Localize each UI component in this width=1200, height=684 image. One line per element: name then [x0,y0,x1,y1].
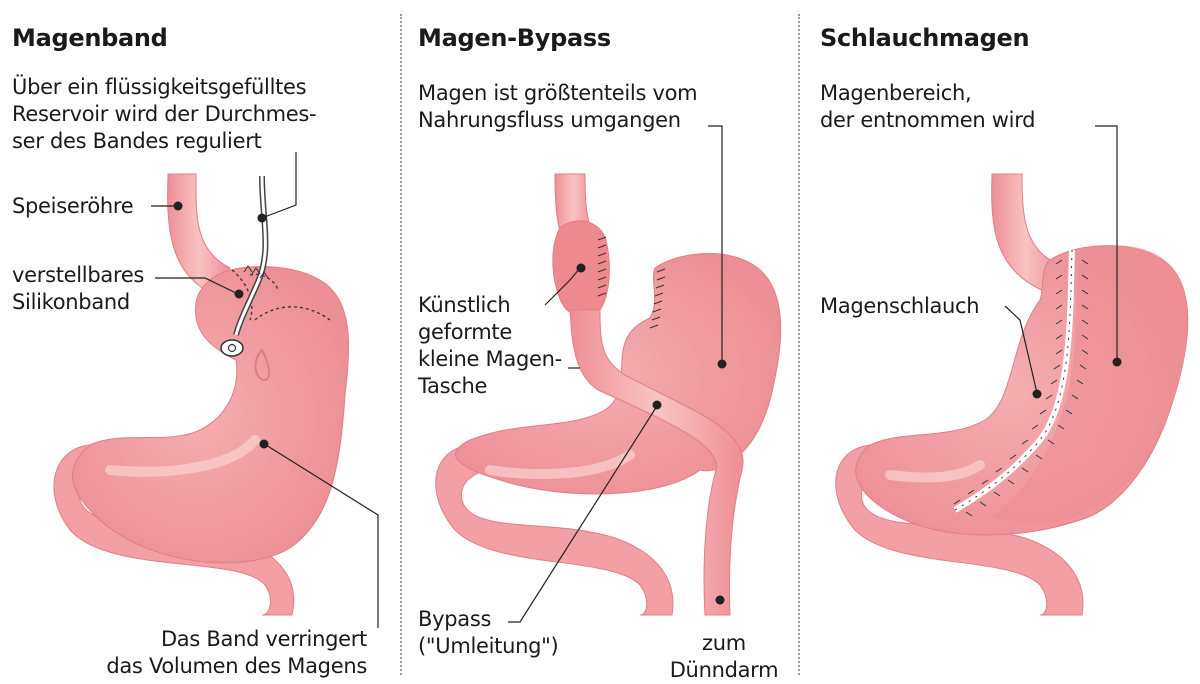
gastric-band-illustration [53,173,350,616]
gastric-bypass-illustration [435,173,782,616]
label-adjustable-band: verstellbares Silikonband [12,263,145,314]
label-bypass: Bypass ("Umleitung") [418,607,559,658]
duodenum-shape [435,444,674,616]
label-stomach-pouch: Künstlich geformte kleine Magen- Tasche [418,293,562,398]
panel2-leaders [508,125,723,623]
label-esophagus: Speiseröhre [12,194,134,218]
panel-caption: Magen ist größtenteils vom Nahrungsfluss… [418,81,698,132]
bypass-limb-shape [569,309,744,616]
panel-caption: Über ein flüssigkeitsgefülltes Reservoir… [12,75,317,153]
label-volume: Das Band verringert das Volumen des Mage… [106,627,367,678]
panel-title-gastric-band: Magenband [12,24,168,52]
stomach-shape [72,266,350,564]
sleeve-gastrectomy-illustration [835,173,1189,616]
panel-separator [400,14,402,675]
panel-caption: Magenbereich, der entnommen wird [820,81,1036,132]
panel-separator [798,14,800,675]
reservoir-port [220,339,244,357]
panel3-leaders [1004,125,1118,394]
label-sleeve: Magenschlauch [820,294,980,318]
panel-title-sleeve: Schlauchmagen [820,24,1030,52]
panel-title-gastric-bypass: Magen-Bypass [418,24,611,52]
panel1-leaders [151,152,379,628]
label-small-intestine: zum Dünndarm [669,631,779,682]
